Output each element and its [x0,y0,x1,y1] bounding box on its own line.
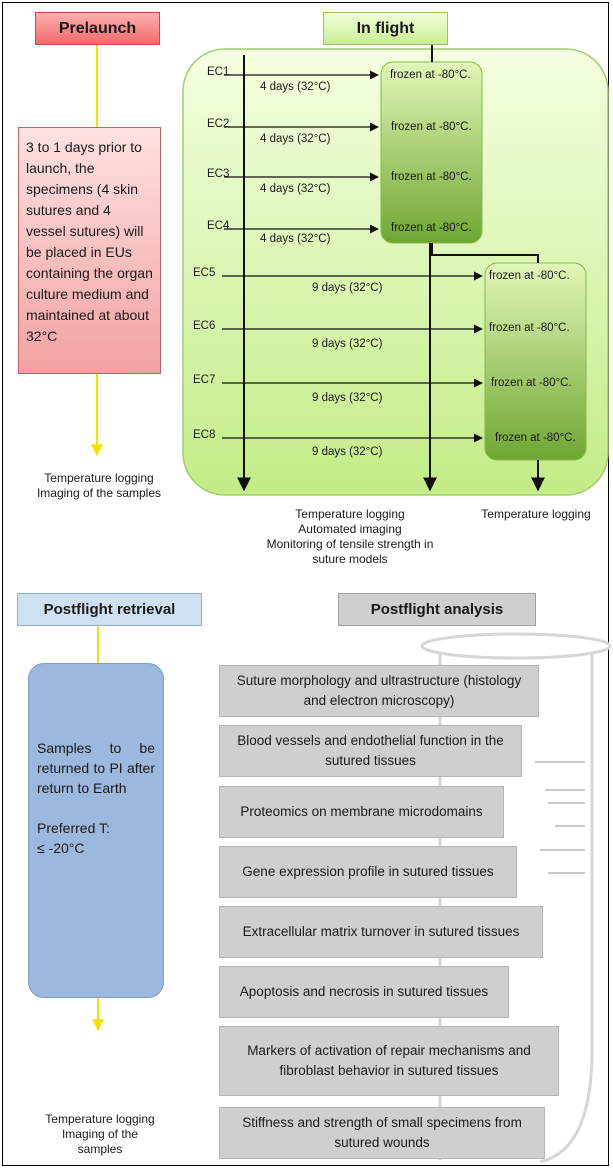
inflight-title: In flight [323,12,448,45]
analysis-item-proteomics: Proteomics on membrane microdomains [219,786,504,838]
prelaunch-description: 3 to 1 days prior to launch, the specime… [18,127,161,374]
ec2-duration: 4 days (32°C) [260,133,331,145]
retrieval-caption: Temperature logging Imaging of the sampl… [20,1112,180,1157]
ec1-label: EC1 [207,66,230,78]
ec7-result: frozen at -80°C. [491,377,572,389]
analysis-item-repair-markers: Markers of activation of repair mechanis… [219,1026,559,1096]
ec4-label: EC4 [207,220,230,232]
ec5-duration: 9 days (32°C) [312,282,383,294]
ec7-label: EC7 [193,374,216,386]
ec3-result: frozen at -80°C. [391,171,472,183]
analysis-item-gene-expression: Gene expression profile in sutured tissu… [219,846,517,898]
inflight-caption-line2: Automated imaging [298,522,402,536]
prelaunch-caption: Temperature logging Imaging of the sampl… [14,471,184,501]
analysis-item-extracellular-matrix: Extracellular matrix turnover in sutured… [219,906,543,958]
ec4-result: frozen at -80°C. [391,222,472,234]
ec7-duration: 9 days (32°C) [312,392,383,404]
test-tube-graduations [535,761,585,874]
inflight-caption-line4: suture models [312,552,388,566]
ec2-result: frozen at -80°C. [391,121,472,133]
ec5-result: frozen at -80°C. [489,270,570,282]
prelaunch-caption-line1: Temperature logging [44,471,154,485]
ec3-label: EC3 [207,168,230,180]
retrieval-text3: ≤ -20°C [37,840,85,856]
retrieval-caption-line1: Temperature logging [45,1112,155,1126]
frozen-box-group2 [484,262,587,461]
inflight-caption: Temperature logging Automated imaging Mo… [240,507,460,567]
retrieval-caption-line3: samples [77,1142,123,1156]
ec6-label: EC6 [193,320,216,332]
inflight-caption-right: Temperature logging [481,507,591,521]
ec2-label: EC2 [207,118,230,130]
analysis-item-blood-vessels: Blood vessels and endothelial function i… [219,725,522,777]
retrieval-caption-line2: Imaging of the [61,1127,139,1141]
ec1-duration: 4 days (32°C) [260,81,331,93]
analysis-title: Postflight analysis [338,593,536,626]
ec8-result: frozen at -80°C. [495,432,576,444]
inflight-caption-line1: Temperature logging [295,507,405,521]
frozen-box-group1 [380,61,483,244]
ec8-duration: 9 days (32°C) [312,446,383,458]
retrieval-text1: Samples to be returned to PI after retur… [37,740,155,796]
ec4-duration: 4 days (32°C) [260,233,331,245]
analysis-item-stiffness: Stiffness and strength of small specimen… [219,1107,545,1159]
analysis-item-morphology: Suture morphology and ultrastructure (hi… [219,665,539,717]
ec5-label: EC5 [193,267,216,279]
ec6-duration: 9 days (32°C) [312,338,383,350]
prelaunch-title: Prelaunch [35,12,160,45]
analysis-item-apoptosis: Apoptosis and necrosis in sutured tissue… [219,966,509,1018]
freezer-connector [431,243,539,263]
ec3-duration: 4 days (32°C) [260,183,331,195]
retrieval-title: Postflight retrieval [17,593,202,626]
ec6-result: frozen at -80°C. [489,322,570,334]
test-tube-rim [420,632,612,660]
ec1-result: frozen at -80°C. [390,69,471,81]
retrieval-box: Samples to be returned to PI after retur… [28,663,164,998]
retrieval-text2: Preferred T: [37,820,110,836]
prelaunch-caption-line2: Imaging of the samples [36,486,162,500]
ec8-label: EC8 [193,429,216,441]
inflight-caption-line3: Monitoring of tensile strength in [266,537,434,551]
